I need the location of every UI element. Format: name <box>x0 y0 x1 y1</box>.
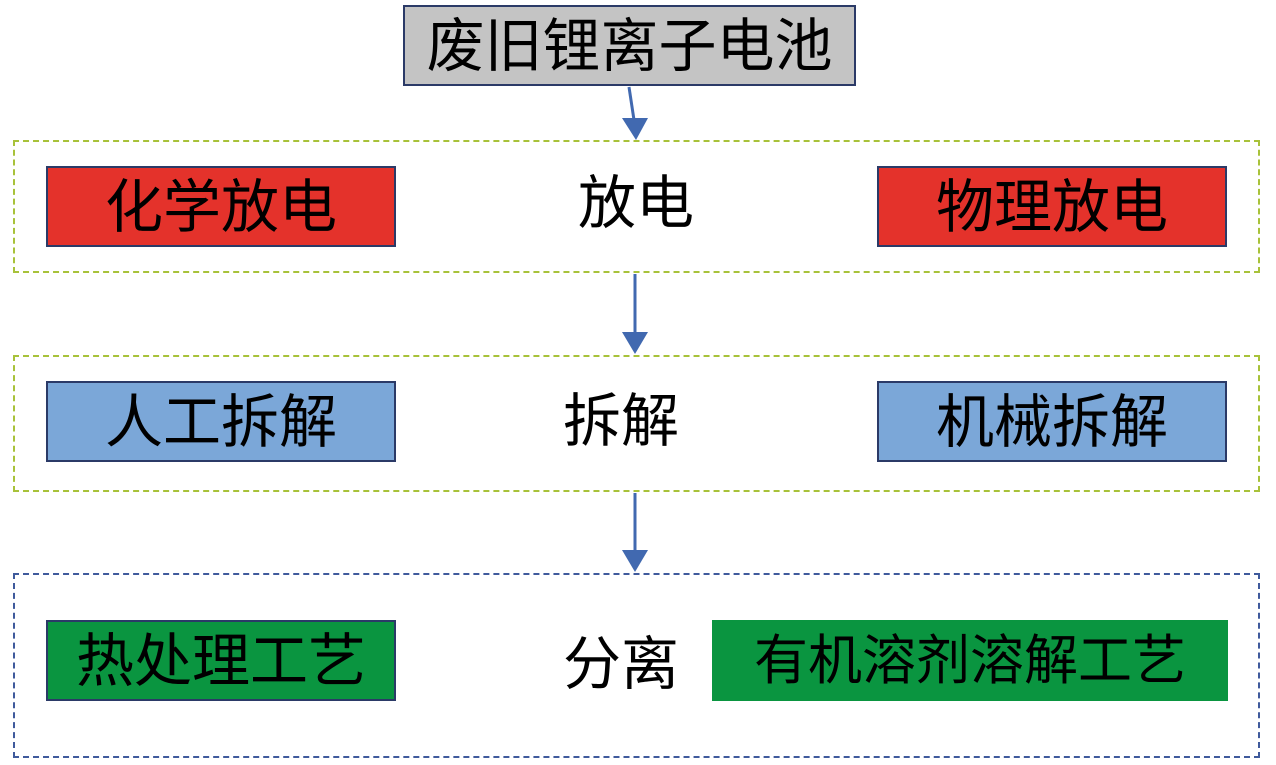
source-node: 废旧锂离子电池 <box>403 5 856 86</box>
source-node-label: 废旧锂离子电池 <box>426 11 833 80</box>
stage-disassembly-group <box>13 355 1260 492</box>
stage-disassembly-label: 拆解 <box>562 387 679 455</box>
manual-disassembly-node: 人工拆解 <box>46 381 396 462</box>
arrowhead-source-to-discharge <box>622 118 648 140</box>
stage-discharge-group <box>13 140 1260 273</box>
organic-solvent-node: 有机溶剂溶解工艺 <box>712 620 1228 701</box>
chemical-discharge-node: 化学放电 <box>46 166 396 247</box>
arrow-source-to-discharge <box>627 86 636 121</box>
stage-discharge-label: 放电 <box>577 169 694 237</box>
stage-separation-label: 分离 <box>562 630 679 698</box>
organic-solvent-label: 有机溶剂溶解工艺 <box>754 628 1186 692</box>
heat-treatment-label: 热处理工艺 <box>75 626 366 695</box>
mechanical-disassembly-label: 机械拆解 <box>935 387 1168 456</box>
stage-separation-group <box>13 573 1260 758</box>
heat-treatment-node: 热处理工艺 <box>46 620 396 701</box>
chemical-discharge-label: 化学放电 <box>104 172 337 241</box>
arrowhead-discharge-to-disassembly <box>622 332 648 354</box>
arrowhead-disassembly-to-separation <box>622 550 648 572</box>
physical-discharge-node: 物理放电 <box>877 166 1227 247</box>
manual-disassembly-label: 人工拆解 <box>104 387 337 456</box>
physical-discharge-label: 物理放电 <box>935 172 1168 241</box>
mechanical-disassembly-node: 机械拆解 <box>877 381 1227 462</box>
